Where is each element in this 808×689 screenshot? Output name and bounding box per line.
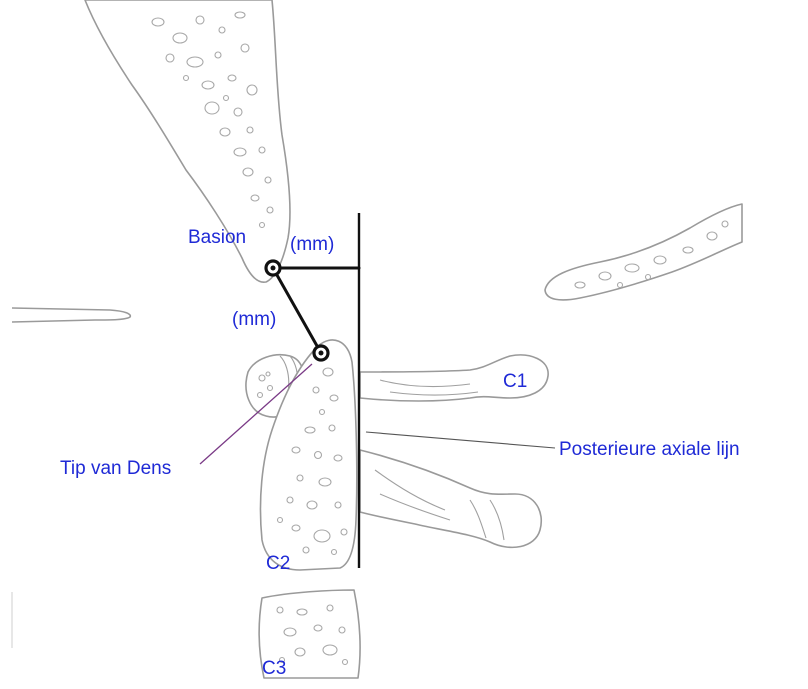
c1-posterior-arch <box>359 354 549 402</box>
basion-label: Basion <box>188 227 246 248</box>
c3-vertebra <box>258 589 361 679</box>
basion-dens-interval-line <box>271 266 323 355</box>
c2-spinous-process <box>359 449 542 549</box>
occipital-fragment <box>544 203 743 301</box>
basion-marker <box>264 259 282 277</box>
c2-vertebra <box>259 339 358 571</box>
clivus-bone <box>84 0 291 283</box>
measure-oblique-label: (mm) <box>232 309 276 330</box>
posterior-axial-line-label: Posterieure axiale lijn <box>559 439 740 460</box>
c2-label: C2 <box>266 553 290 574</box>
c3-label: C3 <box>262 658 286 679</box>
tip-van-dens-label: Tip van Dens <box>60 458 171 479</box>
dens-tip-marker <box>312 344 330 362</box>
c1-label: C1 <box>503 371 527 392</box>
measure-horizontal-label: (mm) <box>290 234 334 255</box>
posterior-axial-line-leader <box>365 431 556 449</box>
tip-van-dens-leader <box>199 363 313 465</box>
anterior-bone-spike <box>11 307 132 323</box>
